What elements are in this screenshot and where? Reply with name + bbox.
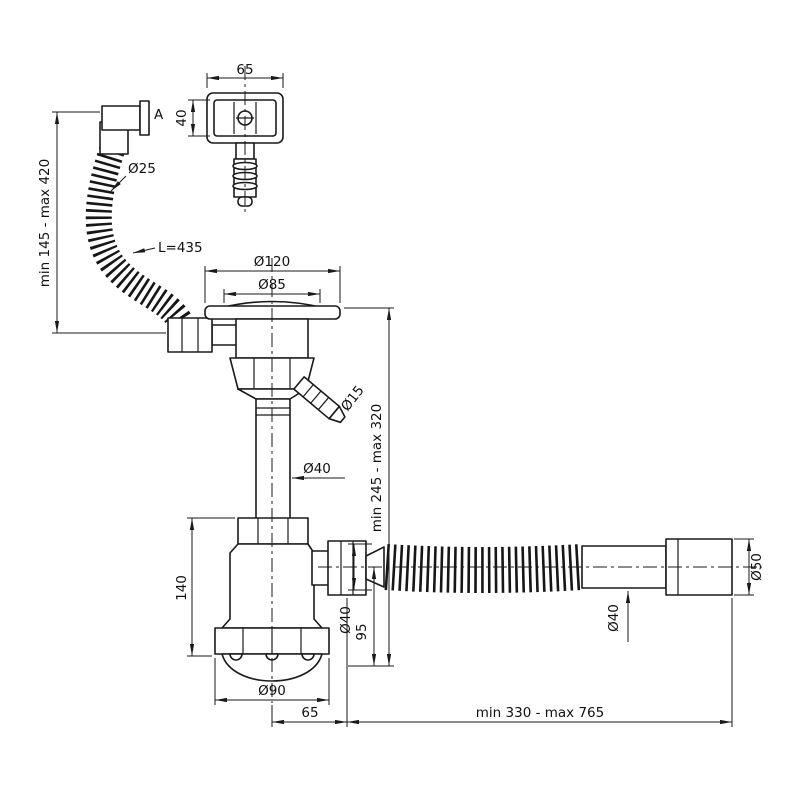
trap-cup: [214, 627, 330, 682]
label-overflow-height-range: min 145 - max 420: [37, 159, 53, 287]
trap-nut: [237, 517, 309, 545]
label-outlet-diameter: Ø40: [338, 606, 354, 634]
appliance-nipple: [293, 376, 346, 424]
label-appliance-nipple-diameter: Ø15: [338, 383, 368, 415]
label-overflow-hose-length: L=435: [158, 240, 203, 256]
outlet-nut: [327, 540, 367, 596]
overflow-hose-nut: [167, 317, 239, 353]
overflow-elbow-fitting: [99, 100, 150, 155]
drain-body: [229, 318, 315, 400]
label-trap-cup-diameter: Ø90: [258, 683, 286, 699]
label-end-connector-diameter: Ø50: [749, 553, 765, 581]
dimensions: [52, 73, 754, 727]
riser-pipe: [255, 398, 291, 521]
label-overflow-marker: A: [154, 107, 164, 123]
label-riser-height-range: min 245 - max 320: [369, 404, 385, 532]
label-outlet-drop: 95: [354, 623, 370, 640]
label-grate-inner-diameter: Ø85: [258, 277, 286, 293]
label-overflow-depth: 40: [174, 109, 190, 126]
dimension-labels: 65 40 A Ø25 min 145 - max 420 L=435 Ø120…: [37, 62, 765, 721]
label-grate-outer-diameter: Ø120: [254, 254, 290, 270]
label-flex-pipe-diameter: Ø40: [606, 604, 622, 632]
label-outlet-horizontal-offset: 65: [301, 705, 318, 721]
label-outlet-length-range: min 330 - max 765: [476, 705, 604, 721]
label-trap-height: 140: [174, 575, 190, 601]
centerlines: [244, 66, 762, 703]
label-riser-pipe-diameter: Ø40: [303, 461, 331, 477]
label-overflow-hose-diameter: Ø25: [128, 161, 156, 177]
label-overflow-width: 65: [236, 62, 253, 78]
